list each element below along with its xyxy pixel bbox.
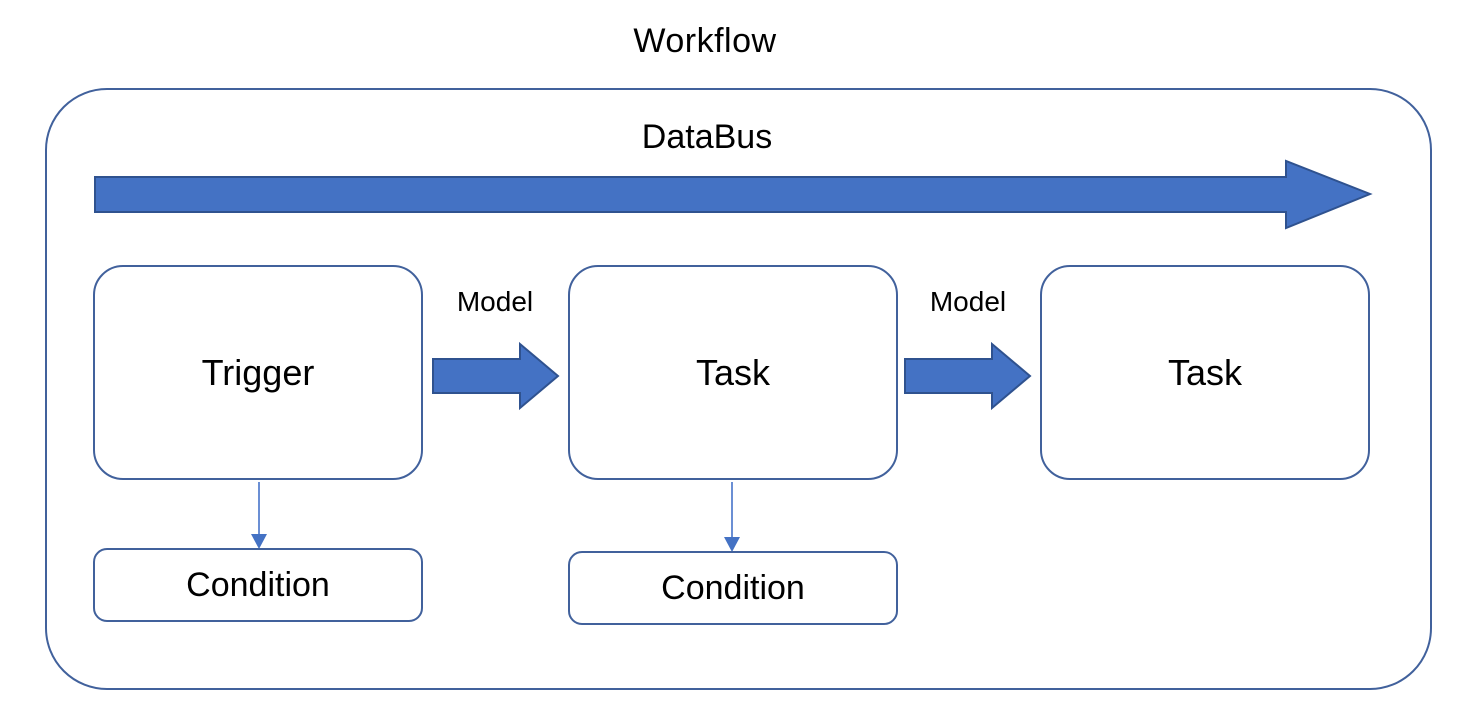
model-edge-label-2: Model xyxy=(929,286,1007,317)
node-condition-2-label: Condition xyxy=(661,568,805,607)
databus-label: DataBus xyxy=(641,118,773,156)
node-trigger: Trigger xyxy=(93,265,423,480)
model-edge-label-1: Model xyxy=(456,286,534,317)
node-task-2-label: Task xyxy=(1167,351,1243,393)
node-trigger-label: Trigger xyxy=(201,351,315,393)
node-condition-1-label: Condition xyxy=(186,565,330,604)
node-condition-1: Condition xyxy=(93,548,423,622)
node-task-2: Task xyxy=(1040,265,1370,480)
diagram-title: Workflow xyxy=(633,22,777,60)
node-task-1-label: Task xyxy=(695,351,771,393)
node-task-1: Task xyxy=(568,265,898,480)
node-condition-2: Condition xyxy=(568,551,898,625)
